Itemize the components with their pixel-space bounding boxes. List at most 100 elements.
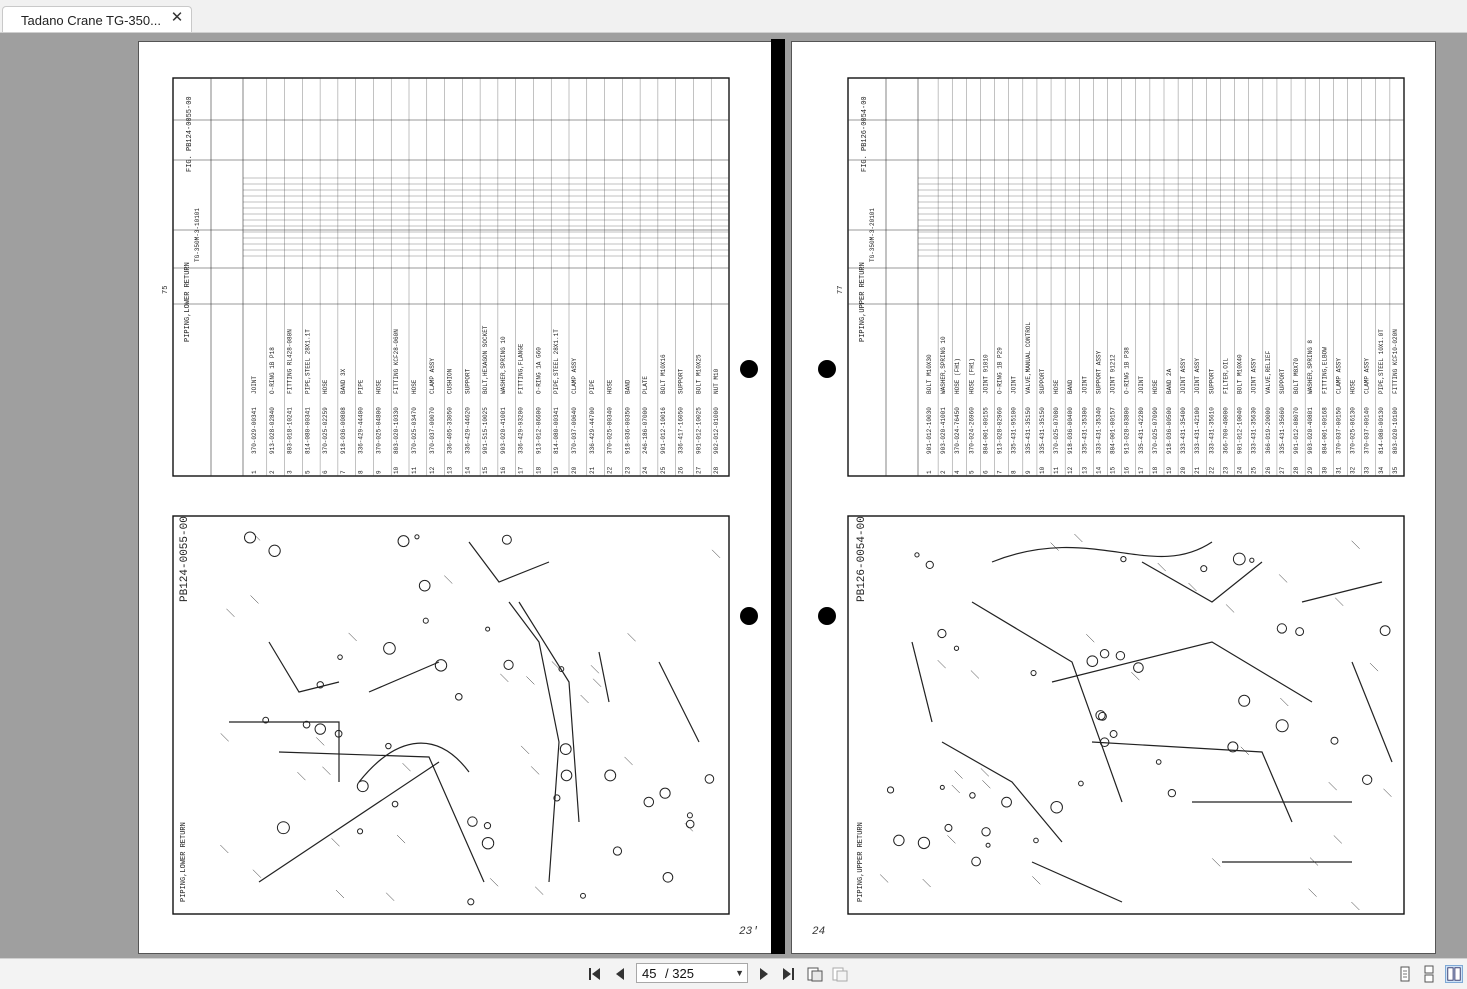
part-name: JOINT ASSY: [1194, 358, 1201, 394]
leader-line: [251, 532, 261, 541]
part-number: 804-001-00168: [1321, 407, 1328, 454]
row-number: 1: [926, 470, 933, 474]
leader-line: [252, 869, 262, 878]
fitting-mark: [1120, 555, 1127, 563]
next-page-icon[interactable]: [755, 965, 773, 983]
part-name: FILTER,OIL: [1222, 358, 1229, 394]
leader-line: [1333, 835, 1342, 844]
pipe-line: [508, 601, 560, 883]
row-number: 6: [322, 470, 329, 474]
part-number: 333-431-35630: [1251, 407, 1258, 454]
fitting-mark: [422, 617, 429, 624]
row-number: 29: [1307, 466, 1314, 474]
continuous-view-icon[interactable]: [1420, 965, 1438, 983]
part-number: 370-025-07080: [1053, 407, 1060, 454]
previous-page-icon[interactable]: [611, 965, 629, 983]
part-name: SUPPORT: [464, 368, 471, 394]
single-page-view-icon[interactable]: [1396, 965, 1414, 983]
pipe-line: [268, 641, 340, 693]
fitting-mark: [580, 892, 586, 899]
part-name: CUSHION: [447, 368, 454, 394]
fitting-mark: [659, 787, 671, 799]
part-name: WASHER,SPRING 8: [1307, 340, 1314, 394]
row-number: 17: [1138, 466, 1145, 474]
parts-table-grid: [173, 78, 730, 476]
fitting-mark: [969, 792, 976, 799]
page-top-number: 77: [837, 286, 845, 294]
fitting-mark: [1098, 711, 1107, 721]
page-number-field[interactable]: 45 / 325 ▼: [636, 963, 748, 983]
rotate-forward-icon[interactable]: [831, 965, 849, 983]
part-number: 918-036-00400: [1067, 407, 1074, 454]
parts-table-grid: [848, 78, 1405, 476]
part-name: O-RING 1A G60: [535, 347, 542, 394]
fitting-mark: [1095, 710, 1106, 721]
leader-line: [590, 665, 600, 674]
pipe-line: [971, 601, 1123, 803]
tab-title: Tadano Crane TG-350...: [21, 13, 161, 28]
last-page-icon[interactable]: [779, 965, 797, 983]
leader-line: [489, 878, 499, 887]
close-tab-icon[interactable]: ✕: [170, 9, 184, 26]
leader-line: [1131, 671, 1140, 681]
two-page-view-icon[interactable]: [1445, 965, 1463, 983]
part-number: 336-429-44700: [589, 407, 596, 454]
part-name: BOLT M10X25: [695, 354, 702, 394]
first-page-icon[interactable]: [586, 965, 604, 983]
pipe-line: [991, 541, 1213, 563]
fitting-mark: [893, 834, 905, 847]
fitting-mark: [685, 819, 695, 829]
leader-line: [1369, 662, 1379, 672]
row-number: 22: [1208, 466, 1215, 474]
document-tab[interactable]: Tadano Crane TG-350... ✕: [2, 6, 192, 32]
part-name: WASHER,SPRING 10: [500, 336, 507, 394]
leader-line: [530, 766, 540, 775]
part-number: 370-037-00640: [571, 407, 578, 454]
part-name: JOINT ASSY: [1180, 358, 1187, 394]
fitting-mark: [316, 681, 324, 689]
fitting-mark: [886, 786, 895, 794]
part-number: 370-024-76450: [954, 407, 961, 454]
leader-line: [1050, 542, 1059, 551]
part-name: FITTING KCF28-060N: [393, 329, 400, 394]
row-number: 5: [968, 470, 975, 474]
fitting-mark: [937, 628, 947, 639]
row-number: 14: [464, 466, 471, 474]
page-dropdown-icon[interactable]: ▼: [735, 968, 744, 978]
row-number: 10: [393, 466, 400, 474]
fitting-mark: [383, 642, 396, 655]
part-number: 903-020-41001: [500, 407, 507, 454]
leader-line: [954, 770, 963, 779]
leader-line: [580, 694, 589, 704]
part-name: BOLT M10X16: [660, 354, 667, 394]
row-number: 2: [269, 470, 276, 474]
punch-hole: [740, 360, 758, 378]
part-number: 335-431-35660: [1279, 407, 1286, 454]
row-number: 3: [287, 470, 294, 474]
row-number: 27: [1279, 466, 1286, 474]
diagram-title: PIPING,LOWER RETURN: [180, 822, 188, 902]
leader-line: [1280, 697, 1289, 707]
fitting-mark: [1133, 662, 1144, 673]
leader-line: [624, 756, 633, 766]
viewer-toolbar: 45 / 325 ▼: [0, 958, 1467, 989]
fitting-mark: [1050, 800, 1063, 814]
leader-line: [980, 768, 990, 777]
part-name: CLAMP ASSY: [571, 358, 578, 394]
rotate-back-icon[interactable]: [806, 965, 824, 983]
fitting-mark: [276, 821, 290, 835]
part-number: 370-037-00140: [1364, 407, 1371, 454]
part-name: PLATE: [642, 376, 649, 394]
part-name: O-RING 1B P18: [269, 347, 276, 394]
fitting-mark: [1227, 741, 1239, 753]
part-number: 370-025-00340: [607, 407, 614, 454]
fitting-mark: [1099, 737, 1110, 748]
part-number: 333-431-35340: [1095, 407, 1102, 454]
row-number: 27: [695, 466, 702, 474]
fitting-mark: [1276, 623, 1288, 634]
fitting-mark: [483, 822, 492, 830]
pipe-line: [358, 742, 470, 783]
diagram-title: PIPING,UPPER RETURN: [857, 822, 865, 902]
